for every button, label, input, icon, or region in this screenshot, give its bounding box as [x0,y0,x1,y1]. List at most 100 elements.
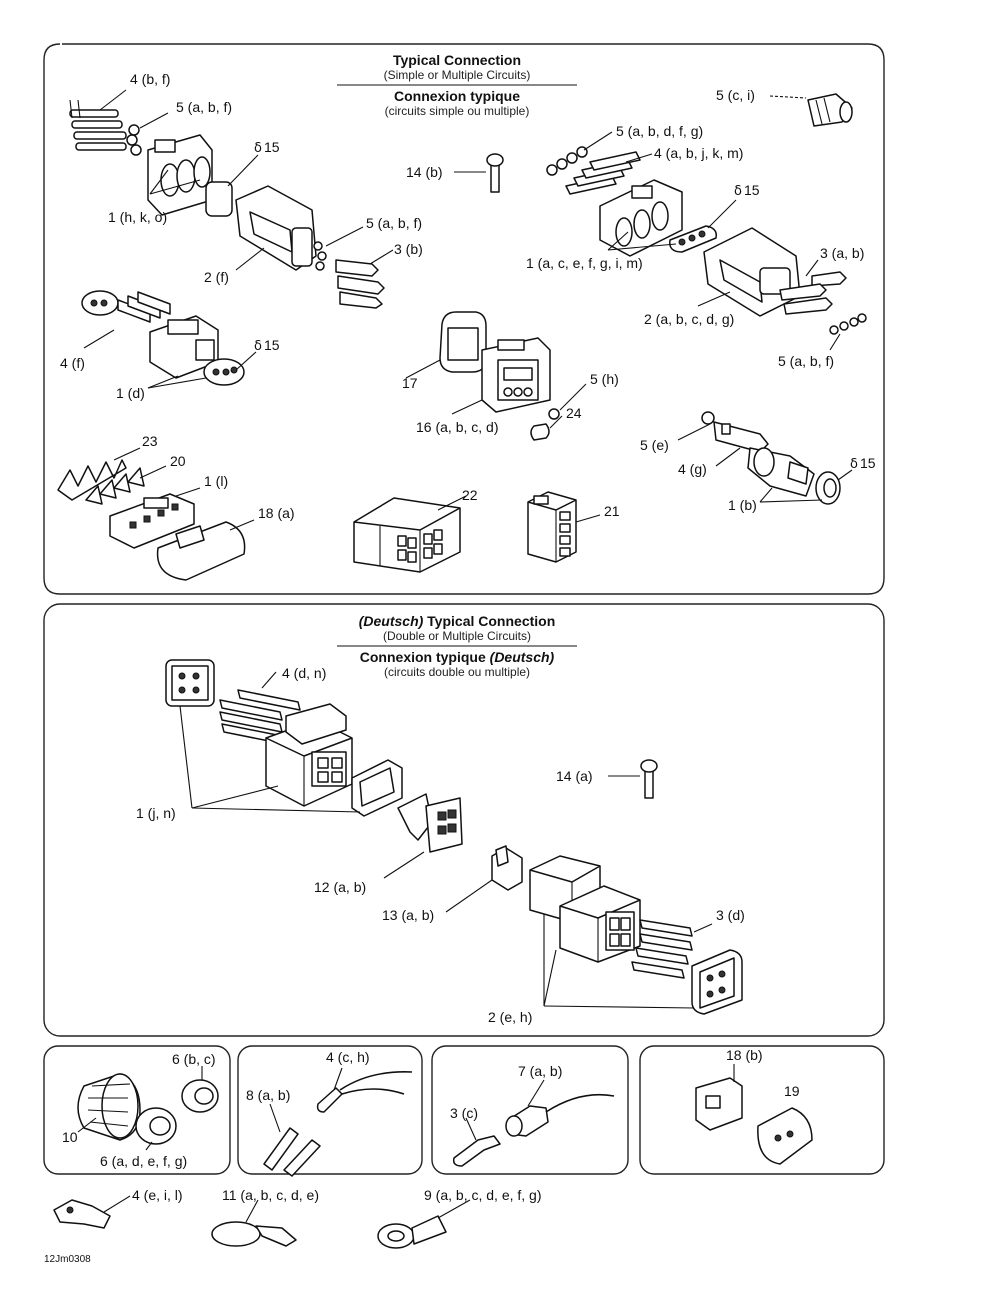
leader-1jn-b [191,785,279,809]
terminal-4ch [316,1071,413,1113]
callout-14b: 14 (b) [406,164,443,180]
gasket-17 [439,311,487,373]
housing-19 [757,1107,813,1165]
callout-6bc: 6 (b, c) [172,1051,216,1067]
deutsch-pins-4dn [219,689,301,745]
housing-2f [235,185,317,271]
callout-4g: 4 (g) [678,461,707,477]
gasket-1d-bottom [203,358,245,386]
housing-2abcdg [703,227,801,317]
deutsch-wedge-13ab [491,845,523,891]
callout-1b: 1 (b) [728,497,757,513]
leader-4dn [261,671,277,689]
callout-9abcdefg: 9 (a, b, c, d, e, f, g) [424,1187,542,1203]
terminal-4eil [53,1199,111,1229]
pin-set-4bf [69,99,127,151]
leader-9 [437,1199,471,1219]
housing-22 [353,497,461,573]
callout-14a: 14 (a) [556,768,593,784]
leader-20 [139,465,167,479]
callout-2eh: 2 (e, h) [488,1009,532,1025]
seal-set-5-right [313,241,327,271]
callout-7ab: 7 (a, b) [518,1063,562,1079]
callout-15-d: 15 [860,455,876,471]
callout-4eil: 4 (e, i, l) [132,1187,183,1203]
leader-5abf-c [829,333,841,351]
housing-21 [527,491,577,563]
deutsch-title-en: (Deutsch) Typical Connection [359,613,556,629]
callout-3d: 3 (d) [716,907,745,923]
leader-8ab [269,1103,281,1133]
gasket-left [205,181,233,217]
housing-1-left [147,134,213,216]
callout-2abcdg: 2 (a, b, c, d, g) [644,311,734,327]
cover-18b [695,1077,743,1131]
leader-3d [693,923,713,933]
deutsch-panel-frame [43,603,885,1037]
callout-3b: 3 (b) [394,241,423,257]
callout-labels: 4 (b, f) 5 (a, b, f) δ 15 1 (h, k, o) 2 … [44,71,876,1265]
deutsch-title-en-prefix: (Deutsch) [359,613,424,629]
pin-14b [486,153,504,193]
callout-4dn: 4 (d, n) [282,665,326,681]
deutsch-title-fr: Connexion typique (Deutsch) [360,649,555,665]
housing-1-right [599,179,683,257]
leader-3ab [805,259,819,277]
leader-2f [235,247,265,271]
deutsch-subtitle-en: (Double or Multiple Circuits) [383,629,531,643]
callout-19: 19 [784,1083,800,1099]
leader-5e [677,423,711,441]
seals-5abdfg [546,146,588,176]
deutsch-seal-right [691,949,743,1015]
deutsch-title-fr-main: Connexion typique [360,649,486,665]
callout-1jn: 1 (j, n) [136,805,176,821]
leader-15-d [837,469,853,481]
callout-3ab: 3 (a, b) [820,245,864,261]
seal-5e [701,411,715,425]
leader-24 [549,415,563,429]
fitting-5ci [807,93,853,127]
callout-5abf-a: 5 (a, b, f) [176,99,232,115]
leader-5abf-a [139,112,169,129]
leader-1hko-a [149,169,169,195]
leader-4eil [103,1195,131,1213]
leader-7ab [527,1079,545,1107]
terminal-strip-23 [57,459,127,501]
leader-4ch [333,1067,343,1091]
leader-1d-b [147,377,207,389]
grommet-6adefg [135,1107,177,1145]
leader-2abcdg [697,291,731,307]
leader-1b-b [759,499,823,503]
callout-1l: 1 (l) [204,473,228,489]
seal-5h [548,408,560,420]
leader-1jn-a [179,705,193,809]
callout-24: 24 [566,405,582,421]
callout-5abdfg: 5 (a, b, d, f, g) [616,123,703,139]
seals-5abf-right [829,313,867,335]
leader-4f [83,329,115,349]
sensor-parts [452,1079,615,1167]
callout-13ab: 13 (a, b) [382,907,434,923]
callout-3c: 3 (c) [450,1105,478,1121]
panel-terminal-frame [237,1045,423,1175]
callout-1hko: 1 (h, k, o) [108,209,167,225]
deutsch-seal-left [165,659,215,707]
callout-18b: 18 (b) [726,1047,763,1063]
leader-1b-a [759,487,773,503]
leader-4g [715,447,741,467]
callout-8ab: 8 (a, b) [246,1087,290,1103]
leader-15-b [707,199,737,229]
callout-21: 21 [604,503,620,519]
leader-18a [229,519,255,531]
terminals-3ab [779,271,847,315]
leader-4bf [99,89,127,111]
callout-4ch: 4 (c, h) [326,1049,370,1065]
assembly-1l [57,447,255,581]
callout-4bf: 4 (b, f) [130,71,170,87]
housing-1b [747,447,815,497]
leader-6adefg [145,1141,153,1151]
pins-4abjkm [565,151,641,195]
drop-icon-a: δ [254,141,262,156]
callout-18a: 18 (a) [258,505,295,521]
callout-16abcd: 16 (a, b, c, d) [416,419,498,435]
